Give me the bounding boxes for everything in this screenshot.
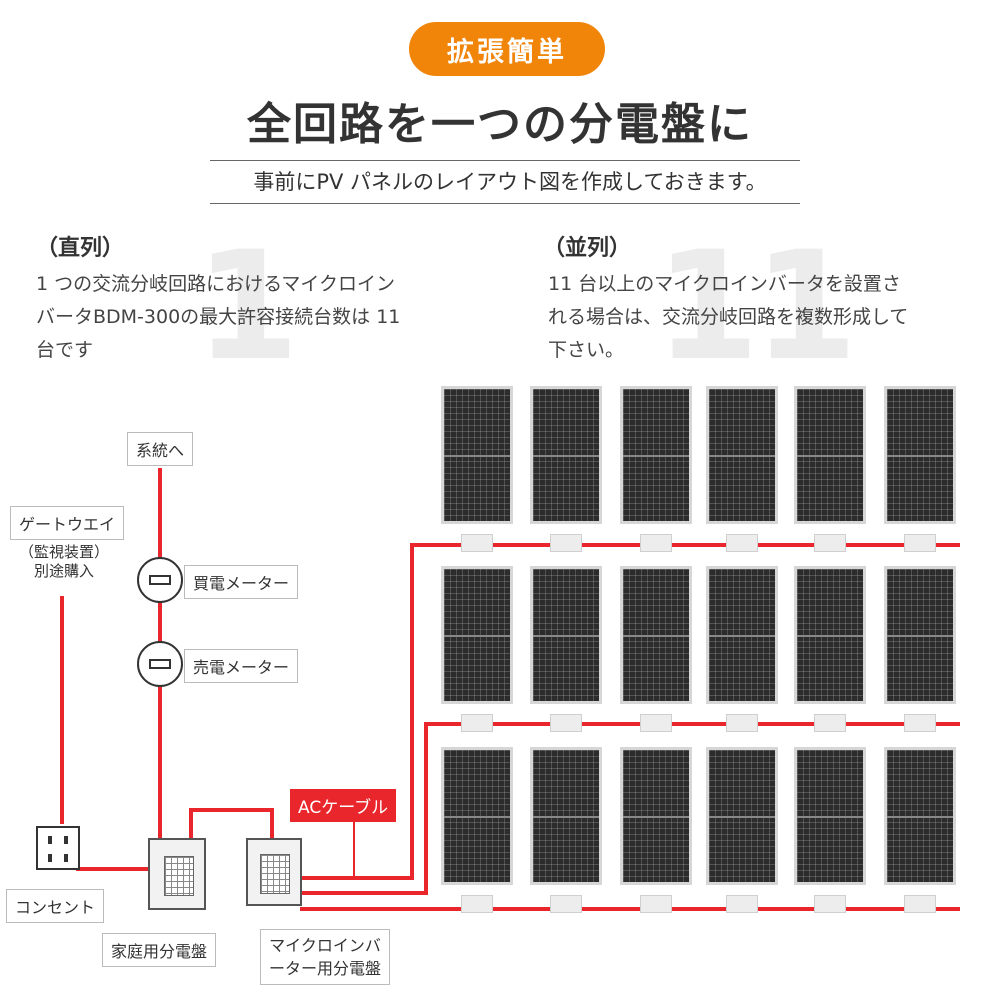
microinverter — [904, 895, 936, 913]
page-headline: 全回路を一つの分電盤に — [247, 99, 753, 150]
solar-panel — [530, 566, 602, 704]
microinverter — [904, 714, 936, 732]
subtitle-rule — [210, 160, 800, 204]
solar-panel — [884, 566, 956, 704]
micro-panel-label-line-1: マイクロインバ — [269, 936, 381, 955]
series-line-1: 1 つの交流分岐回路におけるマイクロイン — [36, 273, 395, 295]
solar-panel — [441, 747, 513, 885]
panel-link-wire-right — [270, 808, 274, 840]
solar-panel — [794, 566, 866, 704]
home-panel-label: 家庭用分電盤 — [102, 933, 217, 967]
parallel-big-number: 11 — [655, 220, 858, 394]
microinverter — [814, 534, 846, 552]
microinverter — [726, 895, 758, 913]
microinverter — [640, 534, 672, 552]
solar-panel — [620, 386, 692, 524]
outlet-to-panel-wire — [76, 867, 152, 871]
microinverter — [461, 714, 493, 732]
series-heading: （直列） — [36, 236, 125, 261]
gateway-note: （監視装置） 別途購入 — [14, 543, 114, 581]
feature-badge: 拡張簡単 — [409, 22, 605, 76]
series-big-number: 1 — [195, 220, 299, 394]
parallel-line-3: 下さい。 — [548, 339, 625, 361]
gateway-note-line-1: （監視装置） — [18, 543, 109, 561]
solar-panel — [706, 747, 778, 885]
micro-distribution-panel-icon — [246, 838, 302, 906]
branch-wire-1-v — [410, 543, 414, 880]
row-1-bus-wire — [410, 543, 960, 547]
branch-wire-1-h — [300, 876, 414, 880]
solar-panel — [530, 386, 602, 524]
solar-panel — [441, 566, 513, 704]
buy-meter-label: 買電メーター — [184, 565, 299, 599]
ac-cable-label: ACケーブル — [290, 789, 397, 822]
microinverter — [726, 714, 758, 732]
microinverter — [461, 895, 493, 913]
panel-link-wire-top — [189, 808, 274, 812]
microinverter — [461, 534, 493, 552]
micro-panel-label-line-2: ーター用分電盤 — [269, 959, 382, 978]
ac-cable-pointer — [353, 818, 355, 878]
solar-panel — [441, 386, 513, 524]
branch-wire-2-v — [424, 722, 428, 895]
microinverter — [640, 714, 672, 732]
solar-panel — [706, 566, 778, 704]
parallel-description: 11 台以上のマイクロインバータを設置さ れる場合は、交流分岐回路を複数形成して… — [548, 268, 988, 367]
microinverter — [904, 534, 936, 552]
home-distribution-panel-icon — [148, 838, 206, 910]
solar-panel — [794, 747, 866, 885]
microinverter — [814, 895, 846, 913]
microinverter — [814, 714, 846, 732]
grid-label: 系統へ — [127, 432, 194, 466]
sell-meter-icon — [137, 641, 183, 687]
solar-panel — [620, 747, 692, 885]
solar-panel — [530, 747, 602, 885]
solar-panel — [620, 566, 692, 704]
gateway-label: ゲートウエイ — [10, 506, 125, 540]
microinverter — [640, 895, 672, 913]
solar-panel — [794, 386, 866, 524]
gateway-vertical-wire — [60, 596, 64, 824]
parallel-line-1: 11 台以上のマイクロインバータを設置さ — [548, 273, 901, 295]
row-3-bus-wire — [300, 907, 960, 911]
microinverter — [550, 895, 582, 913]
parallel-heading: （並列） — [543, 236, 632, 261]
outlet-label: コンセント — [6, 889, 105, 923]
series-line-2: バータBDM-300の最大許容接続台数は 11 — [36, 306, 401, 328]
page-subtitle: 事前にPV パネルのレイアウト図を作成しておきます。 — [253, 170, 767, 194]
solar-panel — [884, 747, 956, 885]
row-2-bus-wire — [424, 722, 960, 726]
parallel-line-2: れる場合は、交流分岐回路を複数形成して — [548, 306, 909, 328]
panel-link-wire-left — [189, 808, 193, 840]
buy-meter-icon — [137, 557, 183, 603]
microinverter — [550, 534, 582, 552]
outlet-icon — [36, 826, 80, 870]
series-description: 1 つの交流分岐回路におけるマイクロイン バータBDM-300の最大許容接続台数… — [36, 268, 496, 367]
microinverter — [550, 714, 582, 732]
micro-panel-label: マイクロインバ ーター用分電盤 — [260, 929, 391, 985]
series-line-3: 台です — [36, 339, 94, 361]
branch-wire-2-h — [300, 891, 428, 895]
microinverter — [726, 534, 758, 552]
gateway-note-line-2: 別途購入 — [33, 562, 94, 580]
sell-meter-label: 売電メーター — [184, 649, 299, 683]
solar-panel — [706, 386, 778, 524]
solar-panel — [884, 386, 956, 524]
